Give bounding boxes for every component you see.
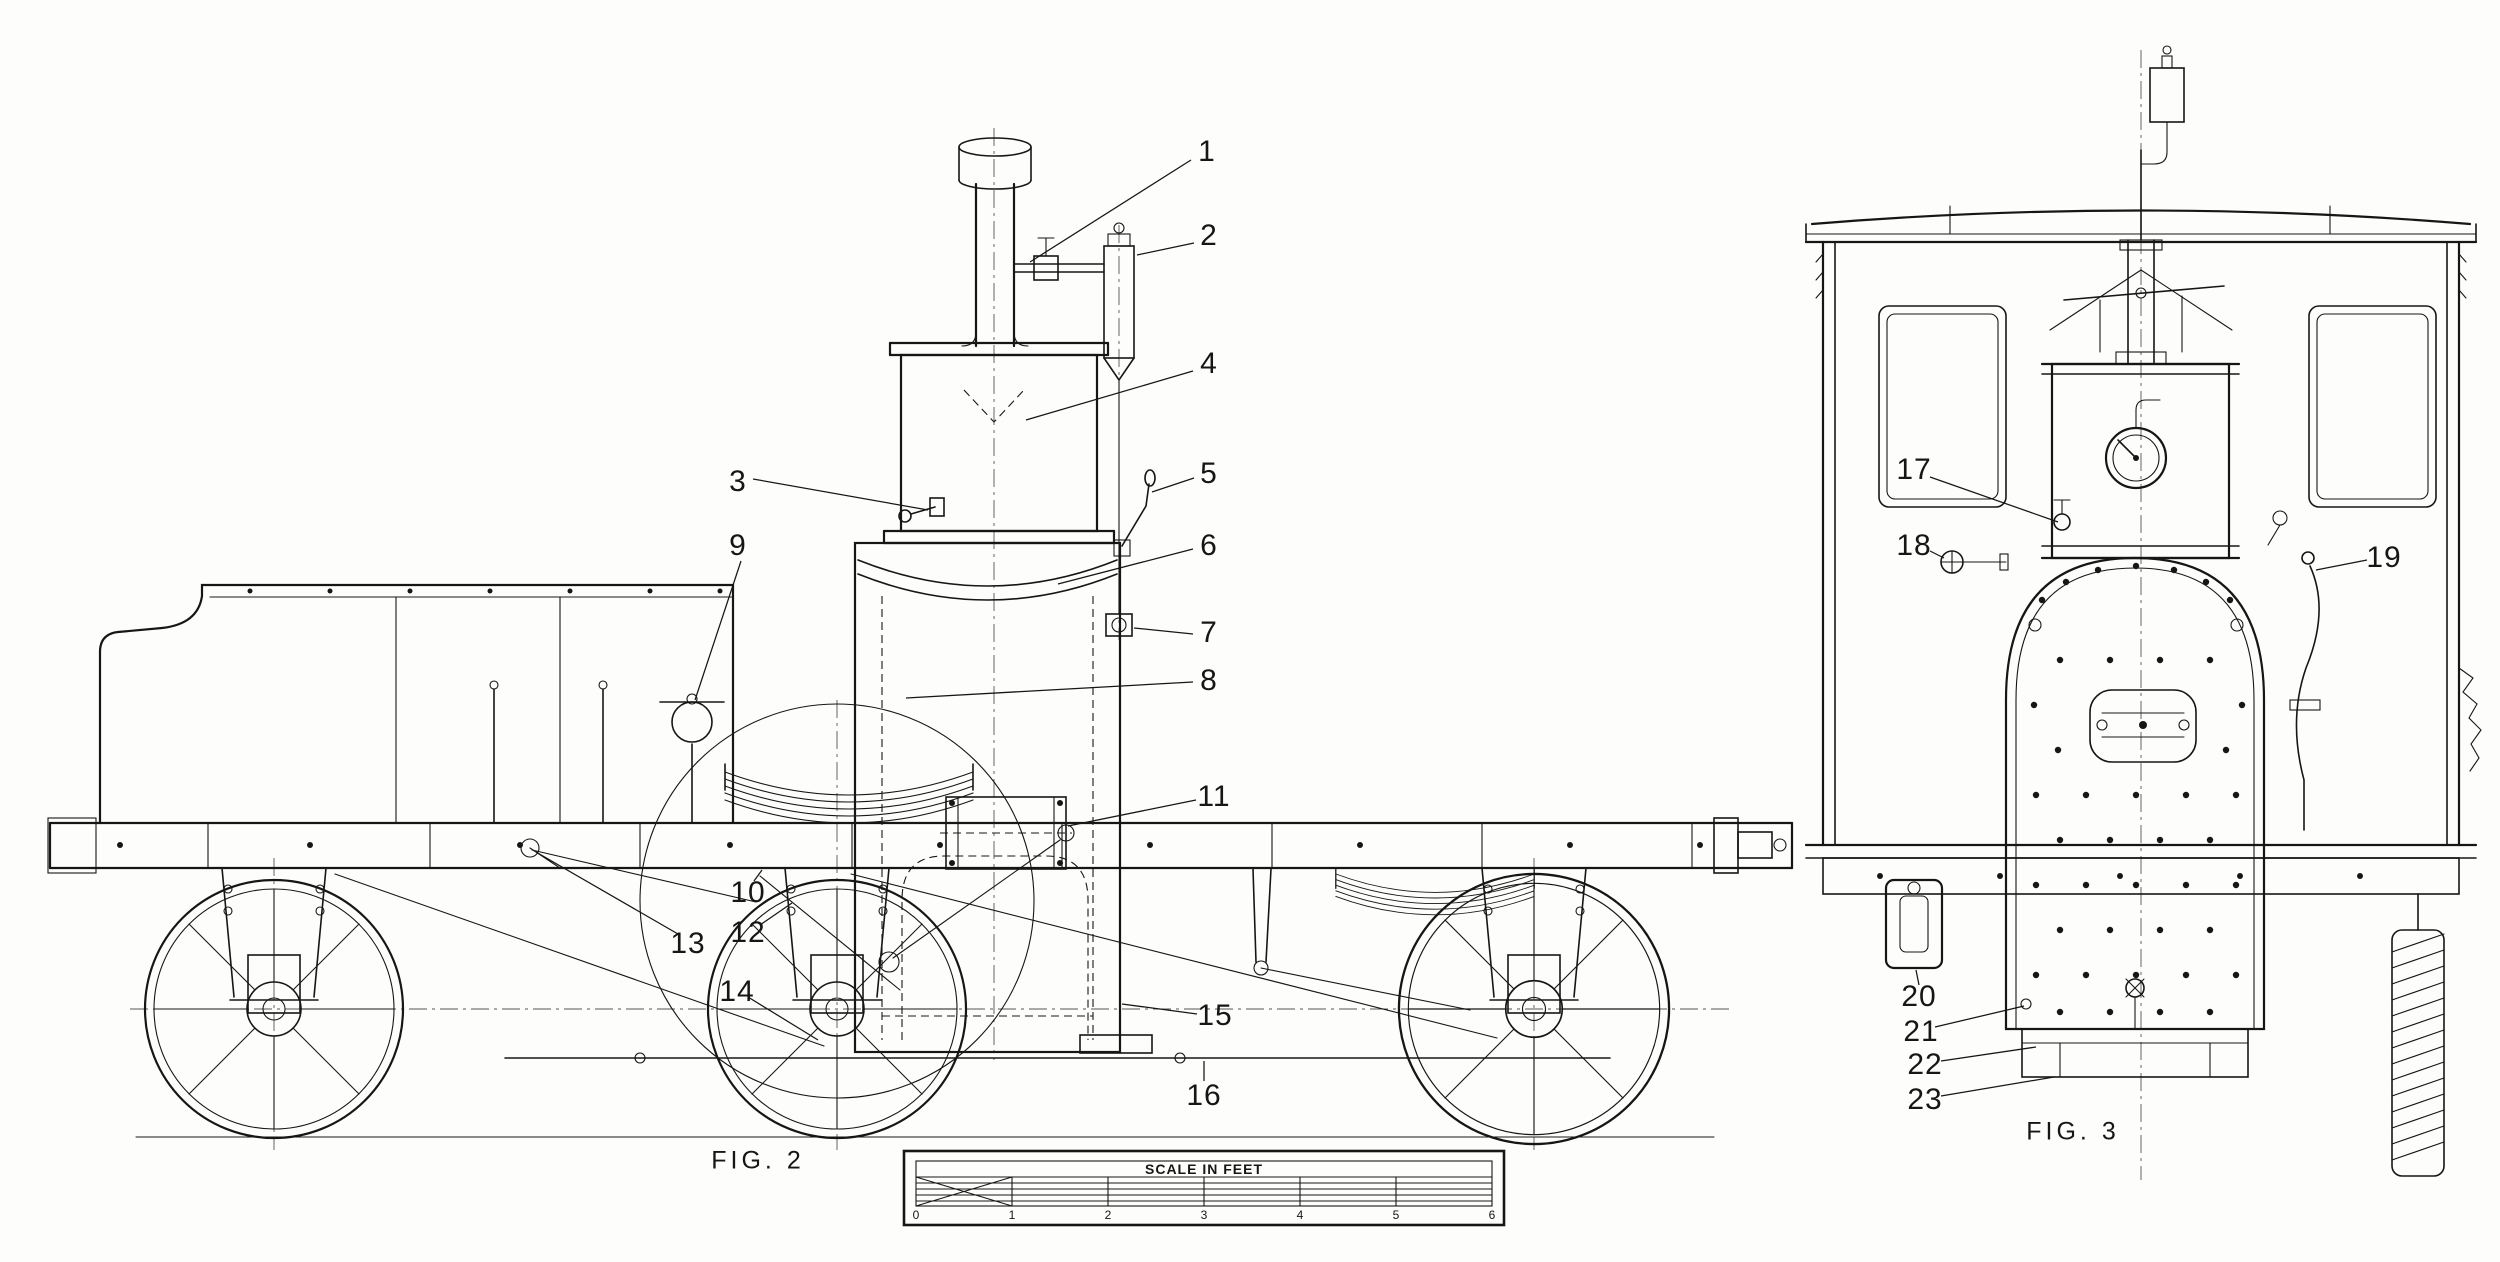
callout-23: 23 xyxy=(1907,1083,1943,1116)
callout-21: 21 xyxy=(1903,1015,1939,1048)
callout-10: 10 xyxy=(730,876,766,909)
chimney xyxy=(958,137,1032,348)
washout-plug-left xyxy=(2028,618,2042,632)
callout-2: 2 xyxy=(1200,219,1218,252)
callout-5: 5 xyxy=(1200,457,1218,490)
fig3-fittings xyxy=(1940,499,2321,831)
vertical-boiler xyxy=(853,341,1153,1054)
main-frame xyxy=(47,817,1794,874)
cab-window-left xyxy=(1878,305,2007,508)
boiler-fittings xyxy=(659,222,1156,824)
fig3-caption: FIG. 3 xyxy=(2026,1117,2120,1146)
callout-6: 6 xyxy=(1200,529,1218,562)
scale-tick-5: 5 xyxy=(1392,1208,1400,1222)
callout-9: 9 xyxy=(729,529,747,562)
fig3-drawing xyxy=(1804,45,2482,1180)
tender xyxy=(98,583,735,825)
callout-14: 14 xyxy=(719,975,755,1008)
mudhole-plug xyxy=(2020,998,2032,1010)
fire-door xyxy=(2089,689,2197,763)
scale-tick-6: 6 xyxy=(1488,1208,1496,1222)
cab-window-right xyxy=(2308,305,2437,508)
fig2-drawing xyxy=(47,128,1794,1150)
fig2-leader-lines xyxy=(535,159,1205,1081)
cylinder-and-motion xyxy=(334,796,1611,1064)
scale-tick-3: 3 xyxy=(1200,1208,1208,1222)
wheel-left xyxy=(143,867,405,1140)
callout-22: 22 xyxy=(1907,1048,1943,1081)
wheel-right xyxy=(1335,866,1671,1146)
firebox-backhead xyxy=(2004,556,2266,1078)
callout-13: 13 xyxy=(670,927,706,960)
callout-20: 20 xyxy=(1901,980,1937,1013)
callout-16: 16 xyxy=(1186,1079,1222,1112)
callout-3: 3 xyxy=(729,465,747,498)
washout-plug-right xyxy=(2230,618,2244,632)
scale-tick-0: 0 xyxy=(912,1208,920,1222)
callout-12: 12 xyxy=(730,916,766,949)
rivets xyxy=(2030,562,2246,1016)
callout-18: 18 xyxy=(1896,529,1932,562)
callout-15: 15 xyxy=(1197,999,1233,1032)
callout-19: 19 xyxy=(2366,541,2402,574)
coupling-hook xyxy=(1884,878,1944,970)
scale-tick-2: 2 xyxy=(1104,1208,1112,1222)
scale-tick-4: 4 xyxy=(1296,1208,1304,1222)
scale-bar-drawing xyxy=(902,1149,1506,1227)
callout-4: 4 xyxy=(1200,347,1218,380)
callout-11: 11 xyxy=(1197,780,1231,813)
callout-8: 8 xyxy=(1200,664,1218,697)
scale-tick-1: 1 xyxy=(1008,1208,1016,1222)
brake-staff xyxy=(2391,893,2445,1177)
wheel-middle xyxy=(639,703,1035,1140)
callout-7: 7 xyxy=(1200,616,1218,649)
fig2-caption: FIG. 2 xyxy=(711,1146,805,1175)
callout-1: 1 xyxy=(1198,135,1216,168)
scale-bar-title: SCALE IN FEET xyxy=(1144,1161,1264,1177)
fig2-centerlines xyxy=(130,128,1730,1150)
safety-valve-assembly xyxy=(2049,45,2233,365)
callout-17: 17 xyxy=(1896,453,1932,486)
fig3-upper-drum xyxy=(2040,362,2241,560)
ashpan xyxy=(2021,1028,2249,1078)
fig3-leader-lines xyxy=(1915,476,2368,1097)
whistle xyxy=(2149,67,2185,123)
